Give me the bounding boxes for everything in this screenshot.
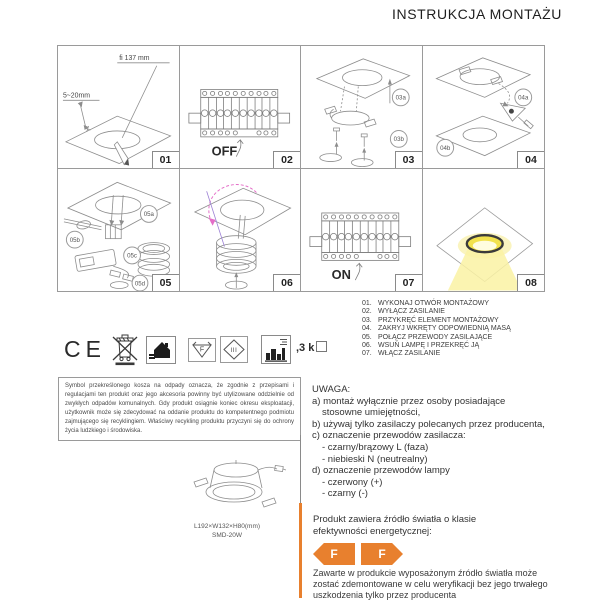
- svg-text:04b: 04b: [440, 145, 451, 152]
- warning-line: c) oznaczenie przewodów zasilacza:: [312, 430, 466, 442]
- recycling-note: Symbol przekreślonego kosza na odpady oz…: [58, 377, 301, 441]
- svg-text:03b: 03b: [394, 136, 405, 143]
- warning-line: stosowne umiejętności,: [322, 407, 421, 419]
- step-item: 06.WSUŃ LAMPĘ I PRZEKRĘĆ JĄ: [362, 342, 480, 350]
- rotation-path-magenta: [208, 183, 257, 223]
- svg-text:05a: 05a: [144, 211, 155, 218]
- step-item: 03.PRZYKRĘĆ ELEMENT MONTAŻOWY: [362, 316, 499, 324]
- panel-06: 06: [180, 168, 301, 291]
- page-title: INSTRUKCJA MONTAŻU: [392, 6, 562, 22]
- panel-02: OFF 02: [179, 46, 301, 169]
- step-item: 02.WYŁĄCZ ZASILANIE: [362, 308, 445, 316]
- panel-number: 02: [273, 150, 300, 168]
- ce-mark-icon: CE: [64, 336, 106, 362]
- callout-04a: 04a: [513, 88, 532, 107]
- f-mark-icon: F: [188, 338, 216, 362]
- panel-number: 05: [151, 274, 179, 291]
- callout-05a: 05a: [139, 204, 158, 223]
- steps-list: 01.WYKONAJ OTWÓR MONTAŻOWY 02.WYŁĄCZ ZAS…: [362, 300, 511, 359]
- svg-text:05c: 05c: [127, 252, 137, 259]
- panel-06-drawing: [193, 183, 292, 289]
- light-source-note: Zawarte w produkcie wyposażonym źródło ś…: [313, 568, 548, 600]
- ceiling-depth-label: 5~20mm: [63, 92, 90, 99]
- step-item: 07.WŁĄCZ ZASILANIE: [362, 350, 441, 358]
- warning-line: - czarny/brązowy L (faza): [322, 441, 429, 453]
- warnings-section: UWAGA: a) montaż wyłącznie przez osoby p…: [312, 384, 545, 500]
- panel-04-drawing: 04a 04b: [434, 57, 534, 157]
- panel-03: 03a 03b 03: [301, 46, 423, 169]
- warning-line: - niebieski N (neutrealny): [322, 453, 428, 465]
- svg-text:05b: 05b: [70, 236, 81, 243]
- svg-text:03a: 03a: [396, 95, 407, 102]
- house-icon: [146, 336, 176, 364]
- panel-05-drawing: 05a 05b 05c 05d: [63, 181, 172, 291]
- step-item: 04.ZAKRYJ WKRĘTY ODPOWIEDNIĄ MASĄ: [362, 325, 511, 333]
- callout-05b: 05b: [65, 230, 84, 249]
- svg-text:III: III: [231, 348, 238, 354]
- building-icon: [261, 335, 291, 364]
- callout-05c: 05c: [123, 246, 141, 264]
- panel-grid: fi 137 mm 5~20mm 01: [57, 45, 545, 292]
- weee-bin-icon: [112, 334, 138, 366]
- product-drawing: [193, 460, 286, 508]
- energy-section-rule: [299, 503, 302, 598]
- panel-01: fi 137 mm 5~20mm 01: [58, 46, 180, 169]
- panel-01-drawing: fi 137 mm 5~20mm: [62, 55, 172, 166]
- product-model: SMD-20W: [212, 532, 242, 539]
- warning-line: - czerwony (+): [322, 476, 383, 488]
- panel-05: 05a 05b 05c 05d 05: [58, 168, 180, 291]
- panel-08-drawing: [435, 206, 533, 291]
- energy-class-badge-left: F: [313, 543, 355, 565]
- hand-icon: [235, 139, 244, 157]
- warning-line: d) oznaczenie przewodów lampy: [312, 465, 450, 477]
- callout-03a: 03a: [391, 88, 410, 107]
- icon-row-extra-text: ,3 k: [296, 341, 328, 354]
- guide-line-violet: [205, 190, 225, 247]
- panel-number: 08: [517, 274, 544, 291]
- breaker-off-label: OFF: [211, 144, 237, 159]
- panel-number: 01: [151, 150, 179, 168]
- lamp-hotspot: [472, 240, 497, 251]
- panel-07: ON 07: [301, 168, 423, 291]
- warning-line: b) używaj tylko zasilaczy polecanych prz…: [312, 418, 545, 430]
- light-cone: [447, 248, 522, 291]
- class-iii-icon: III: [220, 336, 248, 363]
- svg-text:04a: 04a: [518, 95, 529, 102]
- callout-03b: 03b: [389, 129, 408, 148]
- panel-number: 07: [394, 274, 422, 291]
- panel-04: 04a 04b 04: [422, 46, 544, 169]
- panel-number: 06: [273, 274, 300, 291]
- panel-number: 04: [517, 150, 544, 168]
- warning-line: a) montaż wyłącznie przez osoby posiadaj…: [312, 395, 506, 407]
- svg-text:F: F: [200, 347, 204, 354]
- product-caption: L192×W132×H80(mm) SMD-20W: [158, 522, 296, 540]
- panel-03-drawing: 03a 03b: [315, 58, 411, 167]
- panel-number: 03: [394, 150, 422, 168]
- product-dimensions: L192×W132×H80(mm): [193, 523, 261, 530]
- hand-icon: [354, 262, 363, 280]
- rotation-path-arrowhead: [208, 217, 216, 226]
- callout-05d: 05d: [131, 274, 149, 291]
- energy-intro: Produkt zawiera źródło światła o klasie …: [313, 514, 477, 537]
- energy-class-badge-right: F: [361, 543, 403, 565]
- step-item: 05.POŁĄCZ PRZEWODY ZASILAJĄCE: [362, 333, 493, 341]
- hole-diameter-label: fi 137 mm: [119, 55, 150, 62]
- panel-02-drawing: OFF: [187, 89, 290, 159]
- warnings-heading: UWAGA:: [312, 384, 351, 395]
- panel-08: 08: [423, 169, 544, 291]
- callout-04b: 04b: [435, 138, 454, 157]
- unknown-glyph-box: [316, 341, 328, 352]
- step-item: 01.WYKONAJ OTWÓR MONTAŻOWY: [362, 300, 490, 307]
- svg-text:05d: 05d: [135, 280, 145, 287]
- warning-line: - czarny (-): [322, 488, 368, 500]
- breaker-on-label: ON: [332, 267, 351, 282]
- panel-07-drawing: ON: [309, 212, 412, 282]
- divider-line: [300, 435, 301, 503]
